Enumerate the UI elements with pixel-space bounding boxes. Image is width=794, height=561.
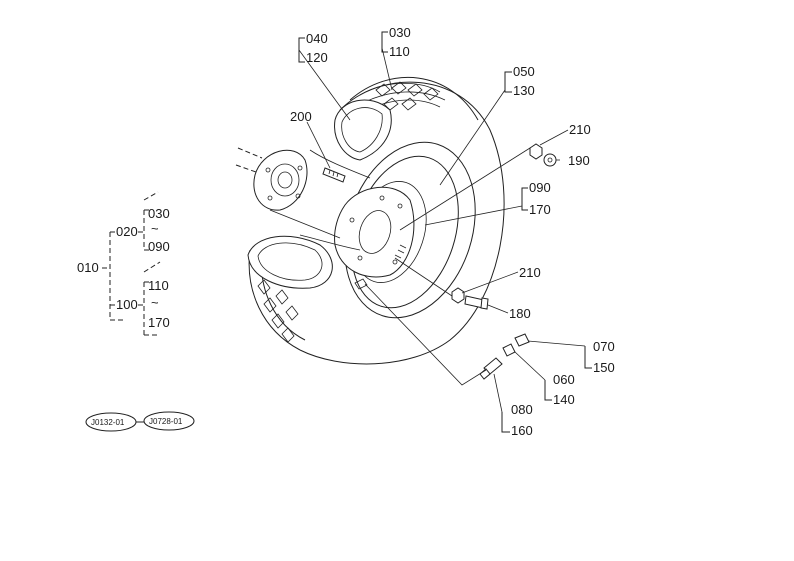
callout-060: 060 (553, 372, 575, 387)
hub-drawing (235, 147, 346, 239)
callout-180: 180 (509, 306, 531, 321)
tube-drawing (299, 149, 371, 251)
tree-g2-from-110: 110 (148, 278, 169, 293)
tree-g1-range-mark: ~ (151, 221, 159, 236)
tree-group-100: 100 (116, 297, 138, 312)
tree-g2-to-170: 170 (148, 315, 170, 330)
callout-140: 140 (553, 392, 575, 407)
tree-g1-to-090: 090 (148, 239, 170, 254)
callout-210-upper: 210 (569, 122, 591, 137)
callout-170: 170 (529, 202, 551, 217)
tree-g2-range-mark: ~ (151, 295, 159, 310)
callout-110: 110 (389, 44, 410, 59)
fastener-parts (364, 143, 557, 386)
callout-labels: 040 120 030 110 050 130 200 210 190 090 … (290, 25, 615, 438)
tree-root-010: 010 (77, 260, 99, 275)
leader-lines (298, 31, 592, 433)
callout-050: 050 (513, 64, 535, 79)
callout-120: 120 (306, 50, 328, 65)
assembly-tree: 010 020 030 ~ 090 100 110 ~ 170 (77, 191, 170, 336)
tree-group-020: 020 (116, 224, 138, 239)
callout-080: 080 (511, 402, 533, 417)
callout-030: 030 (389, 25, 411, 40)
callout-150: 150 (593, 360, 615, 375)
tire-drawing (247, 76, 505, 365)
reference-badges: J0132-01 J0728-01 (85, 411, 195, 432)
callout-040: 040 (306, 31, 328, 46)
callout-070: 070 (593, 339, 615, 354)
callout-130: 130 (513, 83, 535, 98)
badge-right-text: J0728-01 (149, 417, 183, 426)
callout-200: 200 (290, 109, 312, 124)
callout-090: 090 (529, 180, 551, 195)
rim-drawing (334, 141, 476, 319)
tree-g1-from-030: 030 (148, 206, 170, 221)
callout-210-lower: 210 (519, 265, 541, 280)
badge-left-text: J0132-01 (91, 418, 125, 427)
badge-right-outline (143, 411, 195, 431)
callout-160: 160 (511, 423, 533, 438)
callout-190: 190 (568, 153, 590, 168)
